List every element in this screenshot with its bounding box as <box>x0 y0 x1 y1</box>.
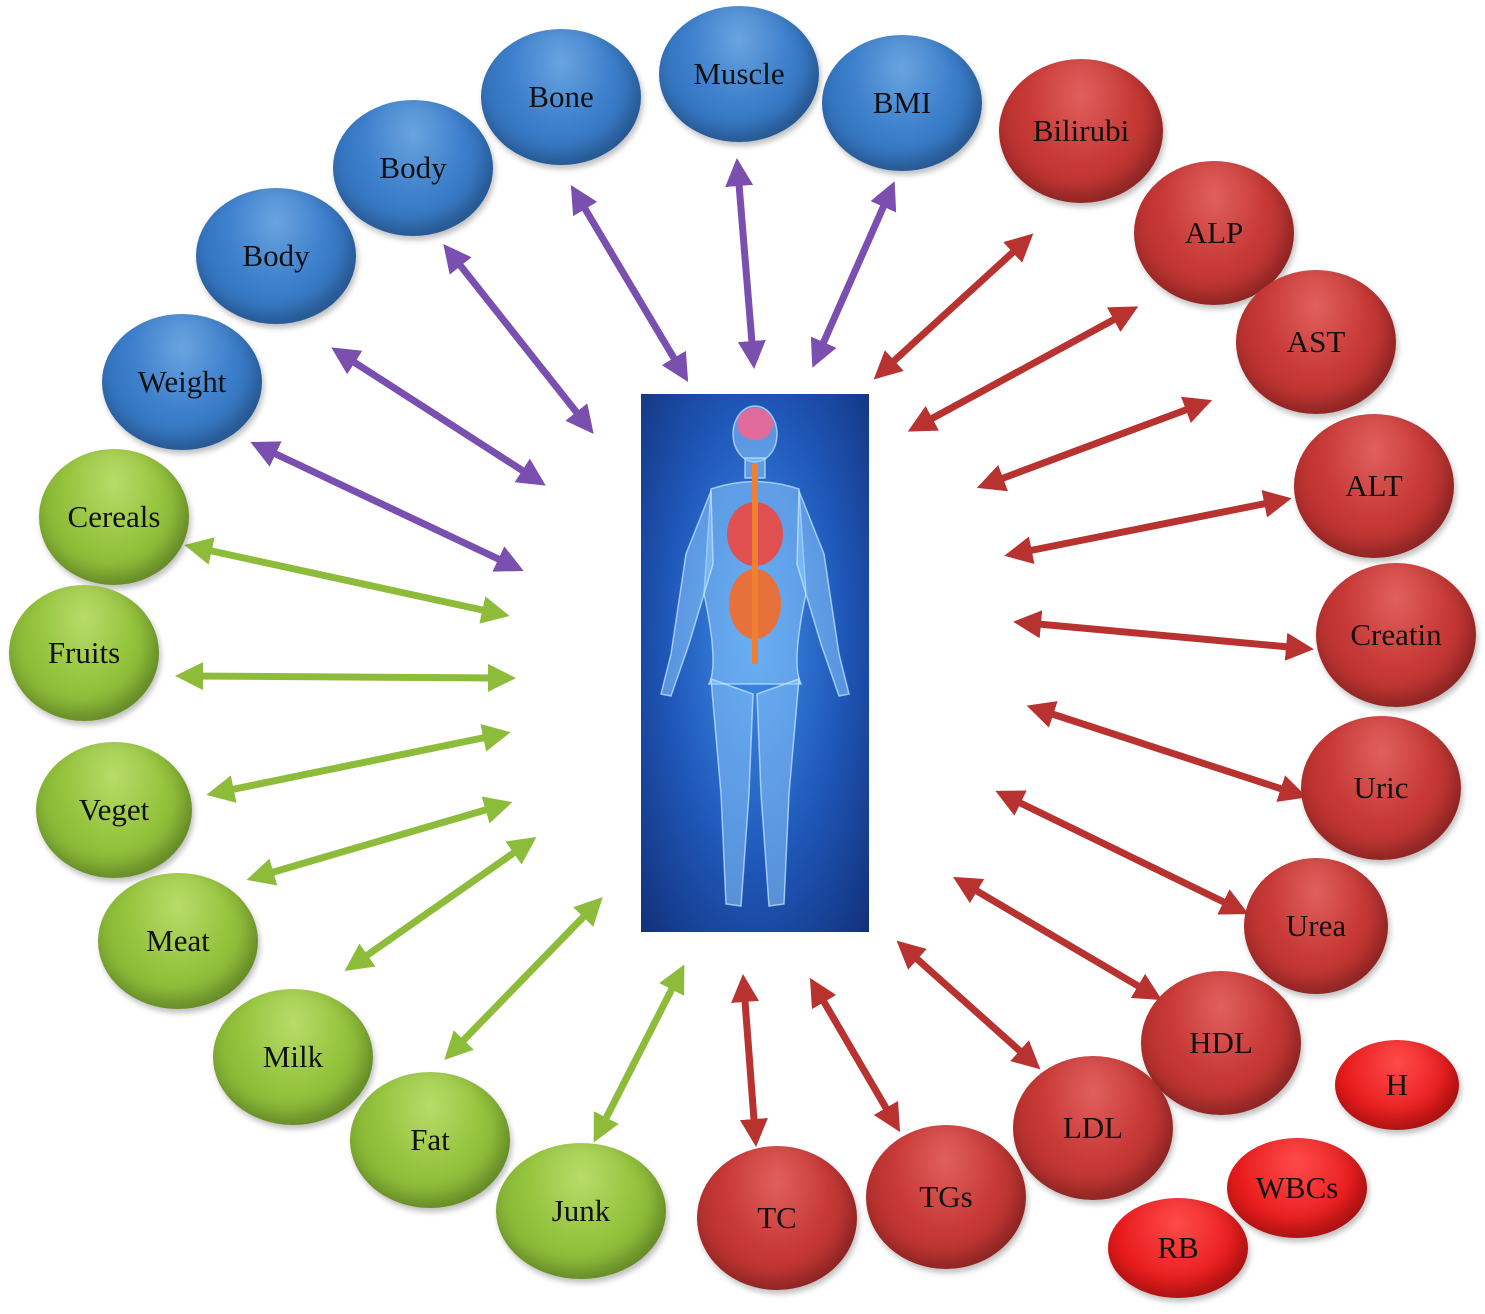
double-arrow <box>873 233 1034 380</box>
node-label: AST <box>1286 324 1346 359</box>
double-arrow <box>250 441 524 572</box>
double-arrow <box>443 244 594 434</box>
node-label: Fruits <box>47 635 121 670</box>
double-arrow <box>331 347 546 486</box>
human-body-image <box>641 394 869 932</box>
double-arrow <box>810 181 897 368</box>
double-arrow <box>593 964 685 1143</box>
node-label: WBCs <box>1255 1170 1339 1205</box>
node-label: Cereals <box>67 499 161 534</box>
node-label: Urea <box>1285 908 1347 943</box>
node-body-composition-bmi: BMI <box>822 35 982 171</box>
double-arrow <box>907 306 1139 432</box>
node-diet-meat: Meat <box>98 873 258 1009</box>
node-label: Body <box>379 150 447 185</box>
node-biochemistry-uric: Uric <box>1301 716 1461 860</box>
node-biochemistry-tc: TC <box>697 1146 857 1290</box>
node-biochemistry-bilirubi: Bilirubi <box>999 59 1163 203</box>
node-body-composition-body: Body <box>196 188 356 324</box>
node-label: ALP <box>1184 215 1244 250</box>
node-label: Junk <box>551 1193 611 1228</box>
double-arrow <box>995 790 1249 915</box>
double-arrow <box>184 537 510 624</box>
node-label: Bone <box>528 79 594 114</box>
brain-icon <box>737 408 773 440</box>
node-body-composition-body: Body <box>333 100 493 236</box>
double-arrow <box>570 184 689 383</box>
human-body-figure <box>660 405 850 907</box>
node-blood-cells-rb: RB <box>1108 1198 1248 1298</box>
node-diet-milk: Milk <box>213 989 373 1125</box>
double-arrow <box>1026 701 1308 802</box>
node-biochemistry-ldl: LDL <box>1013 1056 1173 1200</box>
node-label: TGs <box>919 1179 973 1214</box>
node-label: Meat <box>146 923 210 958</box>
double-arrow <box>444 896 603 1061</box>
double-arrow <box>725 158 766 369</box>
node-body-composition-muscle: Muscle <box>659 6 819 142</box>
node-label: LDL <box>1062 1110 1124 1145</box>
node-diet-veget: Veget <box>36 742 192 878</box>
node-label: H <box>1385 1067 1409 1102</box>
node-label: BMI <box>872 85 932 120</box>
node-label: Creatin <box>1350 617 1442 652</box>
node-label: Bilirubi <box>1032 113 1130 148</box>
node-biochemistry-tgs: TGs <box>866 1125 1026 1269</box>
double-arrow <box>952 876 1163 1001</box>
node-label: Body <box>242 238 310 273</box>
node-diet-junk: Junk <box>496 1143 666 1279</box>
node-biochemistry-urea: Urea <box>1244 858 1388 994</box>
node-diet-cereals: Cereals <box>39 449 189 585</box>
node-biochemistry-alp: ALP <box>1134 161 1294 305</box>
node-label: Uric <box>1353 770 1409 805</box>
double-arrow <box>175 662 516 692</box>
double-arrow <box>731 974 768 1147</box>
node-blood-cells-wbcs: WBCs <box>1227 1138 1367 1238</box>
double-arrow <box>1004 490 1292 564</box>
node-label: RB <box>1157 1230 1199 1265</box>
node-biochemistry-ast: AST <box>1236 270 1396 414</box>
node-label: ALT <box>1345 468 1403 503</box>
node-blood-cells-h: H <box>1335 1040 1459 1130</box>
node-biochemistry-hdl: HDL <box>1141 971 1301 1115</box>
double-arrow <box>976 396 1213 492</box>
node-label: TC <box>757 1200 797 1235</box>
node-label: Milk <box>262 1039 324 1074</box>
node-body-composition-bone: Bone <box>481 29 641 165</box>
node-label: Muscle <box>693 56 785 91</box>
node-label: Fat <box>410 1122 450 1157</box>
double-arrow <box>206 724 511 803</box>
node-label: Veget <box>78 792 150 827</box>
node-label: Weight <box>137 364 227 399</box>
node-label: HDL <box>1189 1025 1253 1060</box>
node-biochemistry-alt: ALT <box>1294 414 1454 558</box>
node-diet-fruits: Fruits <box>9 585 159 721</box>
double-arrow <box>344 836 537 972</box>
double-arrow <box>1013 610 1314 661</box>
double-arrow <box>896 940 1041 1070</box>
node-biochemistry-creatin: Creatin <box>1316 563 1476 707</box>
double-arrow <box>246 796 513 886</box>
node-diet-fat: Fat <box>350 1072 510 1208</box>
double-arrow <box>809 977 901 1133</box>
node-body-composition-weight: Weight <box>102 314 262 450</box>
